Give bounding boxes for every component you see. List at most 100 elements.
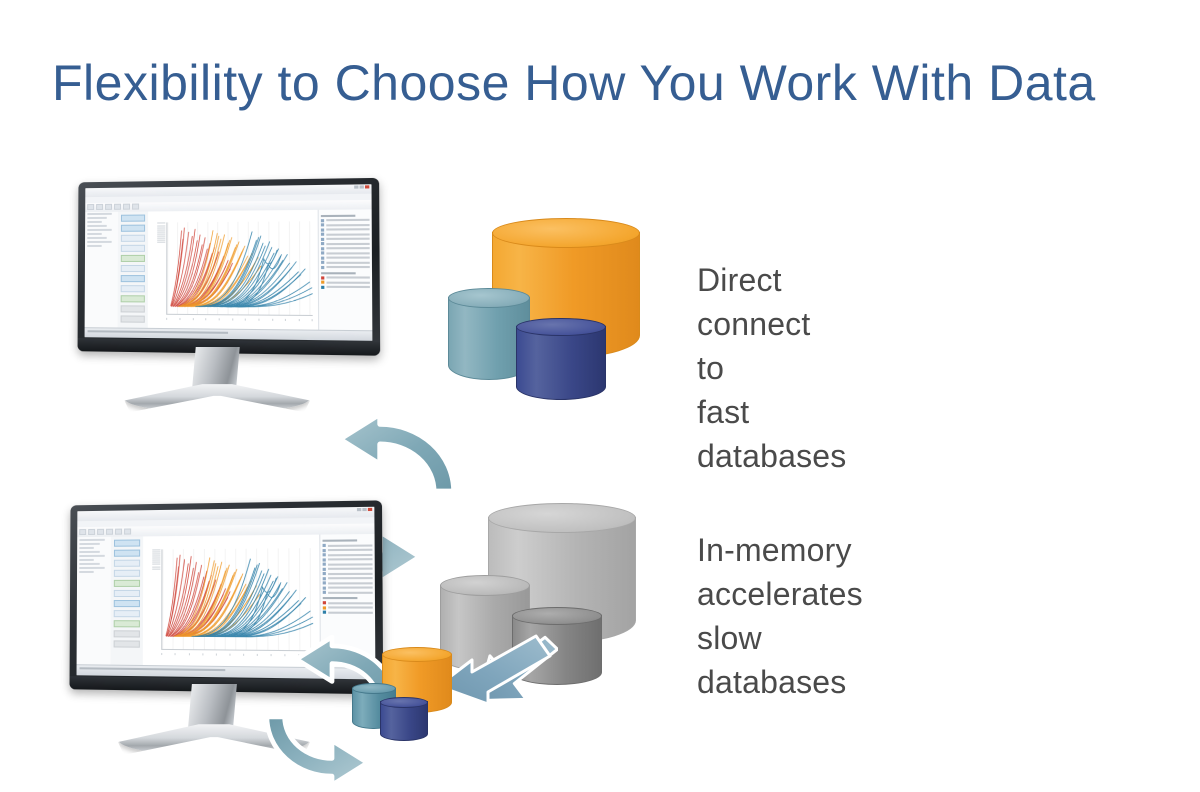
legend-swatch-icon bbox=[321, 261, 325, 265]
app-left-panel[interactable] bbox=[84, 211, 120, 329]
filter-item[interactable] bbox=[113, 620, 140, 628]
legend-item[interactable] bbox=[322, 581, 373, 585]
filter-item[interactable] bbox=[114, 569, 140, 578]
legend-item[interactable] bbox=[321, 256, 370, 260]
legend-item[interactable] bbox=[322, 553, 373, 557]
legend-item[interactable] bbox=[321, 247, 370, 251]
legend-item[interactable] bbox=[321, 233, 370, 237]
spaghetti-lines bbox=[168, 222, 314, 309]
minimize-icon[interactable] bbox=[356, 508, 362, 512]
filter-item[interactable] bbox=[120, 295, 146, 303]
toolbar-button[interactable] bbox=[124, 528, 132, 535]
legend-item[interactable] bbox=[321, 242, 370, 246]
legend-swatch-icon bbox=[322, 548, 326, 552]
legend-item[interactable] bbox=[321, 228, 370, 232]
legend-swatch-icon bbox=[322, 586, 326, 590]
caption-line-2: slow databases bbox=[697, 620, 847, 700]
filter-item[interactable] bbox=[114, 539, 140, 547]
panel-section bbox=[79, 562, 109, 573]
filter-item[interactable] bbox=[114, 610, 140, 618]
legend-swatch-icon bbox=[321, 242, 325, 246]
filter-item[interactable] bbox=[114, 600, 140, 608]
legend-subtitle bbox=[321, 272, 356, 275]
row-direct-connect: Direct connect to fast databases bbox=[0, 170, 846, 585]
legend-item[interactable] bbox=[322, 572, 373, 576]
legend-item[interactable] bbox=[321, 276, 370, 280]
legend-item[interactable] bbox=[321, 265, 370, 269]
legend-item[interactable] bbox=[322, 576, 373, 580]
minimize-icon[interactable] bbox=[354, 185, 359, 189]
toolbar-button[interactable] bbox=[132, 203, 140, 210]
filter-item[interactable] bbox=[120, 284, 146, 293]
legend-item[interactable] bbox=[322, 544, 373, 548]
legend-item[interactable] bbox=[322, 548, 373, 552]
app-left-panel[interactable] bbox=[76, 536, 113, 666]
filter-item[interactable] bbox=[120, 274, 146, 283]
monitor-screen bbox=[84, 184, 373, 342]
toolbar-button[interactable] bbox=[79, 529, 87, 536]
filter-item[interactable] bbox=[120, 254, 146, 262]
caption-direct-connect: Direct connect to fast databases bbox=[697, 258, 846, 478]
legend-item[interactable] bbox=[322, 590, 373, 595]
legend-item[interactable] bbox=[322, 610, 373, 614]
filter-item[interactable] bbox=[120, 244, 146, 252]
legend-swatch-icon bbox=[321, 256, 325, 260]
legend-swatch-icon bbox=[322, 567, 326, 571]
chart-legend-panel[interactable] bbox=[317, 209, 373, 332]
filter-item[interactable] bbox=[114, 590, 140, 598]
close-icon[interactable] bbox=[367, 507, 373, 512]
app-filter-panel[interactable] bbox=[117, 211, 150, 330]
legend-item[interactable] bbox=[321, 251, 370, 255]
filter-item[interactable] bbox=[113, 630, 140, 638]
caption-line-1: In-memory accelerates bbox=[697, 532, 863, 612]
toolbar-button[interactable] bbox=[87, 204, 95, 211]
toolbar-button[interactable] bbox=[97, 529, 105, 536]
legend-swatch-icon bbox=[321, 251, 325, 255]
filter-item[interactable] bbox=[120, 264, 146, 272]
legend-item[interactable] bbox=[322, 601, 373, 605]
window-controls[interactable] bbox=[354, 185, 370, 189]
toolbar-button[interactable] bbox=[88, 529, 96, 536]
toolbar-button[interactable] bbox=[115, 528, 123, 535]
legend-swatch-icon bbox=[321, 218, 325, 223]
maximize-icon[interactable] bbox=[359, 185, 364, 189]
caption-in-memory: In-memory accelerates slow databases bbox=[697, 528, 863, 704]
toolbar-button[interactable] bbox=[114, 204, 122, 211]
panel-section bbox=[86, 237, 116, 248]
legend-title bbox=[322, 539, 358, 542]
toolbar-button[interactable] bbox=[96, 204, 104, 211]
legend-swatch-icon bbox=[322, 558, 326, 562]
legend-item[interactable] bbox=[322, 567, 373, 571]
legend-swatch-icon bbox=[321, 247, 325, 251]
filter-item[interactable] bbox=[120, 305, 146, 313]
filter-item[interactable] bbox=[121, 214, 146, 222]
legend-item[interactable] bbox=[322, 558, 373, 562]
legend-item[interactable] bbox=[321, 218, 370, 223]
legend-item[interactable] bbox=[321, 237, 370, 241]
spaghetti-lines bbox=[163, 548, 314, 638]
maximize-icon[interactable] bbox=[362, 507, 367, 512]
toolbar-button[interactable] bbox=[123, 203, 131, 211]
filter-item[interactable] bbox=[114, 579, 140, 588]
legend-item[interactable] bbox=[322, 606, 373, 610]
toolbar-button[interactable] bbox=[106, 528, 114, 536]
toolbar-button[interactable] bbox=[105, 204, 113, 211]
panel-section bbox=[87, 212, 116, 236]
filter-item[interactable] bbox=[114, 559, 140, 567]
filter-item[interactable] bbox=[121, 224, 146, 232]
filter-item[interactable] bbox=[120, 315, 146, 323]
filter-item[interactable] bbox=[120, 234, 146, 242]
legend-item[interactable] bbox=[321, 261, 370, 265]
legend-item[interactable] bbox=[322, 562, 373, 566]
legend-item[interactable] bbox=[321, 280, 370, 285]
app-filter-panel[interactable] bbox=[110, 536, 144, 666]
chart-panel[interactable] bbox=[148, 209, 319, 331]
legend-item[interactable] bbox=[321, 285, 370, 289]
window-controls[interactable] bbox=[356, 507, 373, 512]
filter-item[interactable] bbox=[114, 549, 140, 557]
legend-item[interactable] bbox=[321, 223, 370, 227]
legend-item[interactable] bbox=[322, 586, 373, 590]
close-icon[interactable] bbox=[364, 185, 370, 189]
filter-item[interactable] bbox=[113, 640, 140, 648]
legend-swatch-icon bbox=[322, 562, 326, 566]
